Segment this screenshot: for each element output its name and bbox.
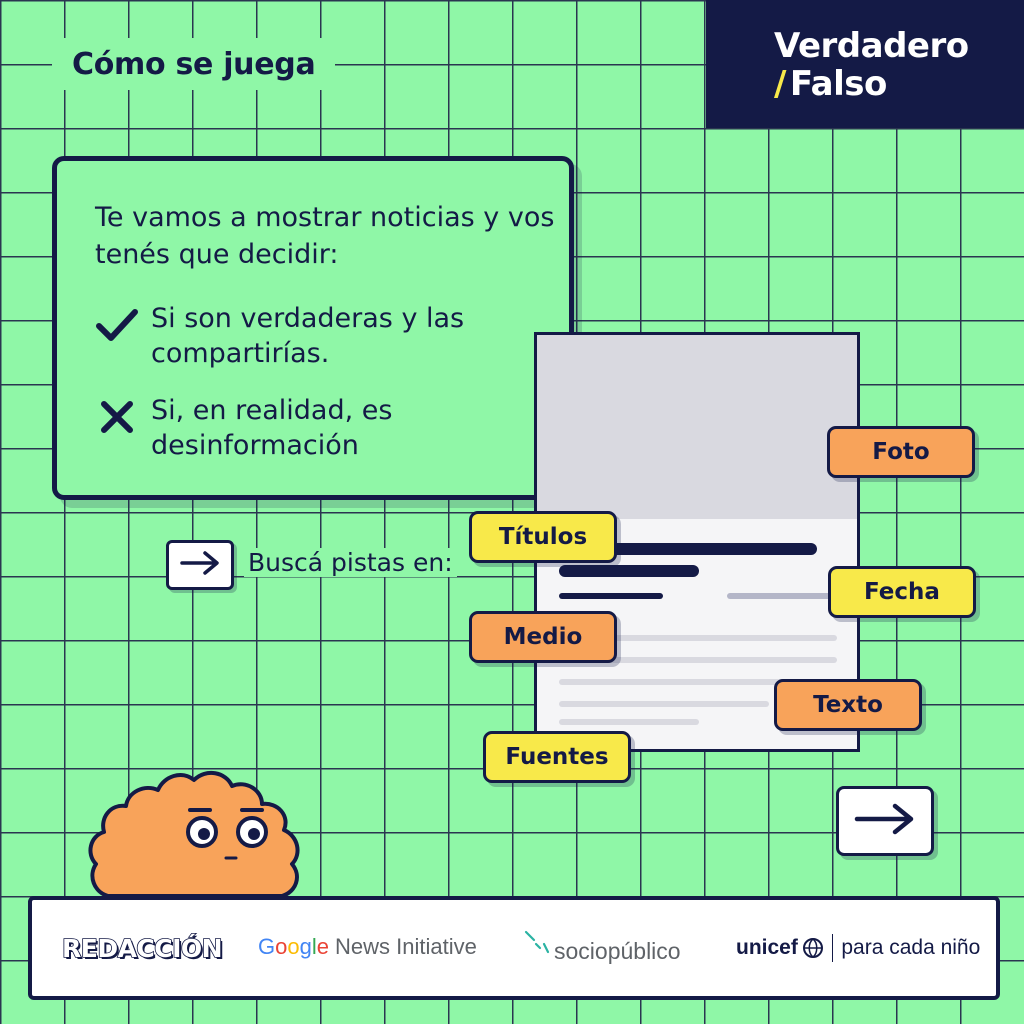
- check-icon: [95, 301, 151, 343]
- byline-bar: [559, 593, 663, 599]
- instructions-card: Te vamos a mostrar noticias y vos tenés …: [52, 156, 574, 500]
- tag-foto: Foto: [827, 426, 975, 478]
- arrow-right-icon: [853, 801, 917, 841]
- google-news-initiative-text: News Initiative: [335, 934, 477, 959]
- brand-line-2: /Falso: [774, 64, 887, 104]
- unicef-globe-icon: [802, 937, 824, 959]
- option-true-text: Si son verdaderas y las compartirías.: [151, 303, 465, 369]
- arrow-right-icon: [178, 549, 222, 581]
- brand-line-2-text: Falso: [789, 64, 887, 104]
- clue-arrow-badge: [166, 540, 234, 590]
- clue-prompt: Buscá pistas en:: [244, 548, 457, 577]
- tag-fecha: Fecha: [828, 566, 976, 618]
- body-line: [559, 657, 837, 663]
- instructions-intro: Te vamos a mostrar noticias y vos tenés …: [95, 202, 555, 270]
- section-title: Cómo se juega: [52, 38, 336, 90]
- date-bar: [727, 593, 837, 599]
- news-article-mock: [534, 332, 860, 752]
- headline-bar: [559, 565, 699, 577]
- next-button[interactable]: [836, 786, 934, 856]
- tag-texto: Texto: [774, 679, 922, 731]
- body-line: [559, 635, 837, 641]
- tag-medio: Medio: [469, 611, 617, 663]
- sociopublico-mark-icon: [522, 928, 552, 962]
- mascot-character: [86, 762, 308, 902]
- sociopublico-logo: sociopúblico: [522, 924, 681, 965]
- sociopublico-text: sociopúblico: [554, 938, 681, 964]
- brand-line-1: Verdadero: [774, 26, 969, 66]
- body-line: [559, 679, 837, 685]
- body-line: [559, 719, 699, 725]
- redaccion-logo: REDACCIÓN: [61, 933, 223, 964]
- option-true: Si son verdaderas y las compartirías.: [95, 301, 535, 371]
- headline-bar: [589, 543, 817, 555]
- option-false-text: Si, en realidad, es desinformación: [151, 395, 393, 461]
- x-icon: [95, 393, 151, 435]
- unicef-divider: [831, 934, 834, 962]
- option-false: Si, en realidad, es desinformación: [95, 393, 535, 463]
- unicef-text: unicef: [736, 936, 798, 959]
- unicef-logo: unicef para cada niño: [736, 934, 980, 962]
- tag-titulos: Títulos: [469, 511, 617, 563]
- unicef-tagline: para cada niño: [841, 936, 981, 959]
- article-photo-placeholder: [537, 335, 857, 519]
- brand-logo: Verdadero /Falso: [706, 0, 1024, 128]
- tag-fuentes: Fuentes: [483, 731, 631, 783]
- brand-slash: /: [774, 64, 786, 104]
- body-line: [559, 701, 769, 707]
